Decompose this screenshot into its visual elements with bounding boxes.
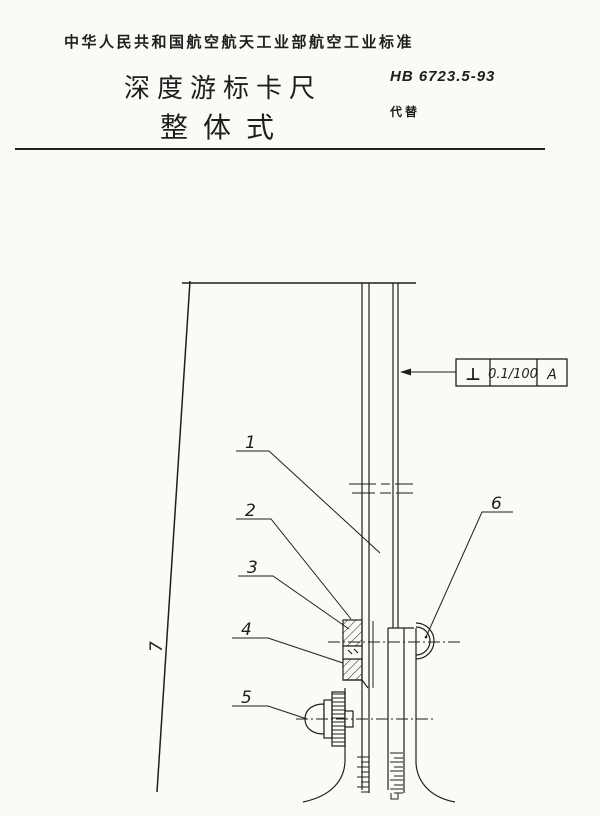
- tolerance-value: 0.1/100: [488, 367, 538, 382]
- part-label-2: 2: [245, 501, 256, 521]
- clamp-screw-section: [342, 645, 363, 660]
- part-labels: 1 2 3 4 5 6 7: [147, 433, 502, 708]
- workpiece-edge-line: [156, 280, 191, 793]
- perpendicularity-icon: ⊥: [465, 365, 481, 385]
- beam-lines: [361, 283, 399, 793]
- authority-header: 中华人民共和国航空航天工业部航空工业标准: [64, 34, 415, 51]
- main-scale-ticks: [357, 756, 369, 793]
- datum-letter: A: [546, 367, 557, 383]
- leader-line-3: [238, 575, 350, 630]
- centerlines: [296, 641, 462, 720]
- standard-number: HB 6723.5-93: [390, 68, 496, 85]
- fine-adjust-wheel: [415, 622, 435, 660]
- part-label-5: 5: [241, 688, 252, 708]
- tolerance-leader-arrow: [400, 368, 411, 376]
- part-label-3: 3: [247, 558, 258, 578]
- base-flare-right: [415, 762, 456, 803]
- page-title: 深度游标卡尺: [124, 73, 323, 103]
- part-label-6: 6: [491, 494, 502, 514]
- part-label-7: 7: [147, 641, 167, 652]
- leader-line-2: [236, 518, 352, 620]
- leader-line-6: [425, 511, 513, 638]
- supersedes-note: 代替: [390, 105, 421, 119]
- slider-right-column: [387, 627, 456, 803]
- beam-break-lines: [349, 483, 413, 494]
- leader-lines: [232, 450, 513, 720]
- leader-line-1: [236, 450, 381, 554]
- leader-line-5: [232, 705, 308, 720]
- leader-line-4: [232, 637, 344, 664]
- part-label-4: 4: [241, 620, 252, 640]
- vernier-scale-ticks: [390, 752, 403, 800]
- page-subtitle: 整体式: [160, 112, 290, 143]
- base-flare-left: [302, 761, 346, 803]
- slider-section-hatch: [342, 619, 374, 689]
- header-rule: [15, 148, 545, 150]
- tolerance-frame: ⊥ 0.1/100 A: [400, 358, 568, 387]
- part-label-1: 1: [245, 433, 256, 453]
- vernier-plate-notch: [390, 793, 399, 800]
